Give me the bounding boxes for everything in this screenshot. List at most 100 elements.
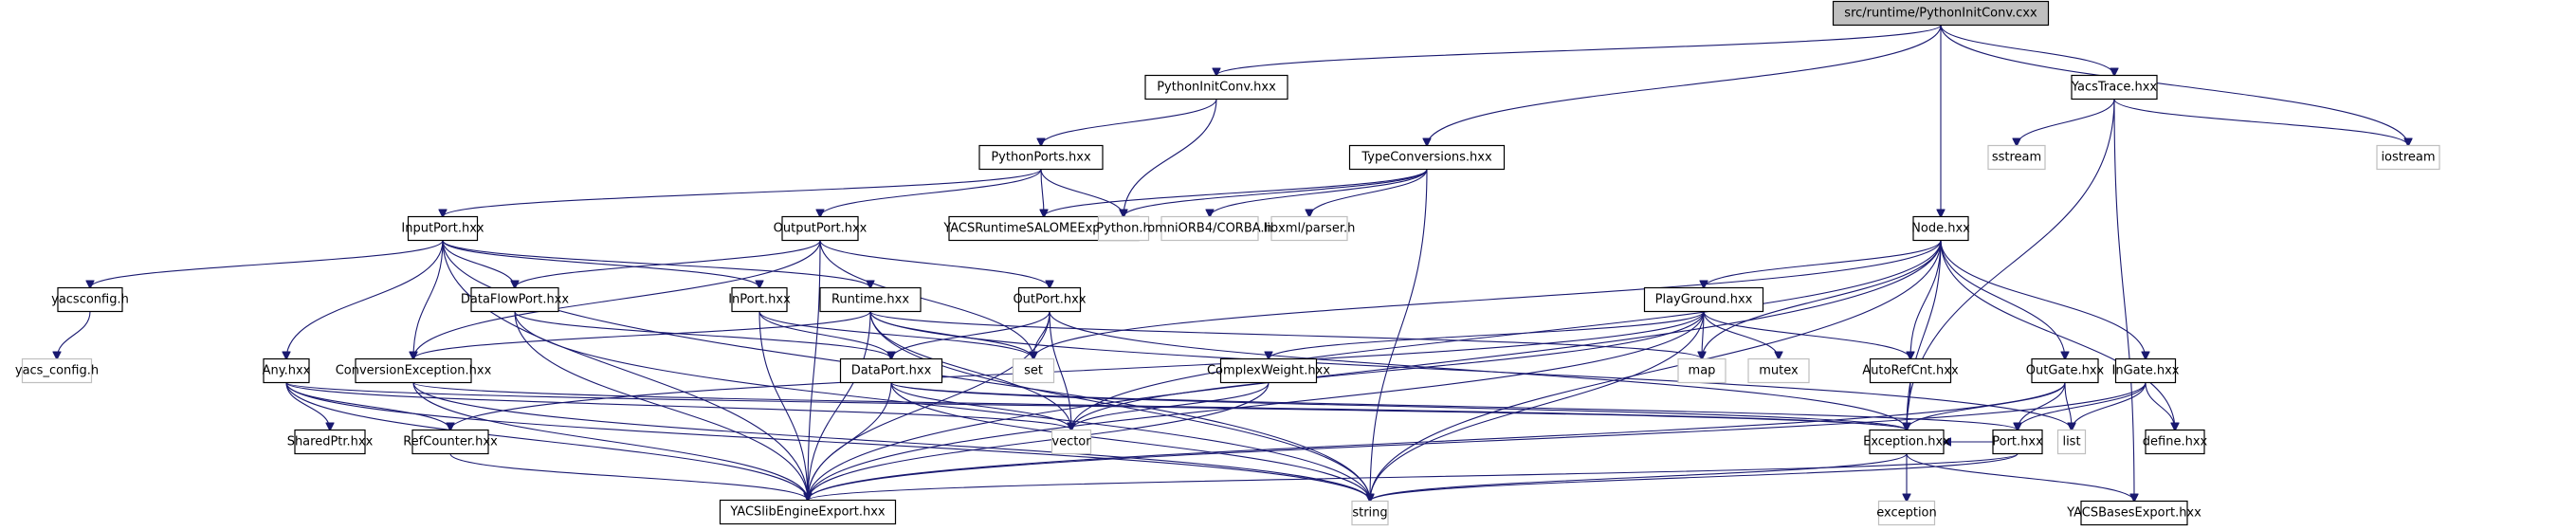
node-box bbox=[1643, 286, 1764, 313]
edge-runtime-to-map bbox=[869, 311, 1702, 359]
edge-playground-to-refcounter bbox=[450, 311, 1705, 430]
node-box bbox=[355, 357, 472, 384]
node-outgate[interactable]: OutGate.hxx bbox=[2026, 357, 2105, 384]
node-box bbox=[470, 286, 559, 313]
node-box bbox=[1869, 429, 1945, 455]
node-complexweight[interactable]: ComplexWeight.hxx bbox=[1207, 357, 1330, 384]
node-playground[interactable]: PlayGround.hxx bbox=[1643, 286, 1764, 313]
node-inport[interactable]: InPort.hxx bbox=[728, 286, 791, 313]
edge-root-to-typeconversions bbox=[1427, 25, 1942, 146]
edge-pythoninitconv-to-python bbox=[1124, 99, 1217, 217]
edge-outputport-to-set bbox=[819, 240, 1033, 359]
node-sharedptr[interactable]: SharedPtr.hxx bbox=[287, 429, 374, 455]
node-box bbox=[411, 429, 489, 455]
node-conversionexception[interactable]: ConversionException.hxx bbox=[336, 357, 492, 384]
node-yacslibengineexport[interactable]: YACSlibEngineExport.hxx bbox=[719, 499, 897, 525]
node-autorefcnt[interactable]: AutoRefCnt.hxx bbox=[1862, 357, 1959, 384]
node-box bbox=[1348, 144, 1506, 171]
node-label: ComplexWeight.hxx bbox=[1207, 364, 1330, 378]
node-dataflowport[interactable]: DataFlowPort.hxx bbox=[461, 286, 570, 313]
node-box bbox=[2031, 357, 2099, 384]
node-box bbox=[1017, 286, 1082, 313]
node-box bbox=[21, 357, 93, 384]
edge-outport-to-vector bbox=[1049, 311, 1071, 430]
nodes-layer: src/runtime/PythonInitConv.cxxPythonInit… bbox=[15, 0, 2440, 526]
node-box bbox=[1160, 215, 1259, 242]
node-label: string bbox=[1352, 506, 1387, 521]
node-inputport[interactable]: InputPort.hxx bbox=[401, 215, 484, 242]
node-pythonports[interactable]: PythonPorts.hxx bbox=[978, 144, 1104, 171]
node-box bbox=[294, 429, 366, 455]
node-box bbox=[1832, 0, 2050, 27]
edge-node-to-map bbox=[1702, 240, 1942, 359]
edge-refcounter-to-yacslibengineexport bbox=[449, 453, 808, 501]
node-vector: vector bbox=[1050, 429, 1092, 455]
node-define[interactable]: define.hxx bbox=[2143, 429, 2208, 455]
node-label: InGate.hxx bbox=[2112, 364, 2180, 378]
node-node[interactable]: Node.hxx bbox=[1911, 215, 1970, 242]
edge-inport-to-yacslibengineexport bbox=[758, 311, 808, 501]
edge-inport-to-dataport bbox=[758, 311, 891, 359]
node-label: define.hxx bbox=[2143, 435, 2208, 449]
node-label: Any.hxx bbox=[263, 364, 311, 378]
edge-typeconversions-to-python bbox=[1124, 169, 1428, 217]
node-label: YACSlibEngineExport.hxx bbox=[729, 505, 886, 520]
node-box bbox=[407, 215, 479, 242]
node-label: sstream bbox=[1992, 151, 2041, 165]
node-label: src/runtime/PythonInitConv.cxx bbox=[1844, 7, 2037, 21]
edge-outport-to-dataport bbox=[891, 311, 1050, 359]
edge-complexweight-to-vector bbox=[1071, 382, 1270, 430]
node-label: OutGate.hxx bbox=[2026, 364, 2105, 378]
edge-inputport-to-any bbox=[286, 240, 444, 359]
edge-playground-to-vector bbox=[1071, 311, 1705, 430]
edge-node-to-ingate bbox=[1940, 240, 2146, 359]
node-yacsbasesexport[interactable]: YACSBasesExport.hxx bbox=[2066, 500, 2201, 526]
node-box bbox=[2145, 429, 2205, 455]
edge-yacstrace-to-yacsbasesexport bbox=[2113, 99, 2134, 502]
node-typeconversions[interactable]: TypeConversions.hxx bbox=[1348, 144, 1506, 171]
node-sstream: sstream bbox=[1987, 144, 2046, 171]
node-label: vector bbox=[1051, 435, 1091, 449]
node-label: Port.hxx bbox=[1992, 435, 2043, 449]
node-yacsconfig[interactable]: yacsconfig.h bbox=[51, 286, 129, 313]
node-box bbox=[1012, 357, 1055, 384]
node-box bbox=[1050, 429, 1092, 455]
node-outputport[interactable]: OutputPort.hxx bbox=[774, 215, 868, 242]
node-box bbox=[2376, 144, 2440, 171]
node-label: TypeConversions.hxx bbox=[1361, 151, 1492, 165]
node-port[interactable]: Port.hxx bbox=[1992, 429, 2043, 455]
node-any[interactable]: Any.hxx bbox=[263, 357, 311, 384]
edge-pythonports-to-inputport bbox=[443, 169, 1042, 217]
node-box bbox=[1912, 215, 1969, 242]
edge-pythoninitconv-to-pythonports bbox=[1041, 99, 1217, 146]
edge-dataflowport-to-dataport bbox=[514, 311, 891, 359]
node-root[interactable]: src/runtime/PythonInitConv.cxx bbox=[1832, 0, 2050, 27]
edge-dataport-to-vector bbox=[890, 382, 1071, 430]
node-label: ConversionException.hxx bbox=[336, 364, 492, 378]
edge-runtime-to-yacslibengineexport bbox=[808, 311, 871, 501]
node-exception[interactable]: Exception.hxx bbox=[1863, 429, 1950, 455]
edge-node-to-string bbox=[1370, 240, 1942, 502]
node-box bbox=[1747, 357, 1810, 384]
edge-yacstrace-to-iostream bbox=[2113, 99, 2408, 146]
edge-root-to-yacstrace bbox=[1940, 25, 2114, 76]
node-yacstrace[interactable]: YacsTrace.hxx bbox=[2071, 74, 2158, 101]
node-runtime[interactable]: Runtime.hxx bbox=[819, 286, 922, 313]
node-label: map bbox=[1689, 364, 1716, 378]
node-list: list bbox=[2056, 429, 2087, 455]
node-label: SharedPtr.hxx bbox=[287, 435, 374, 449]
node-python: Python.h bbox=[1096, 215, 1151, 242]
edge-typeconversions-to-libxml bbox=[1309, 169, 1428, 217]
node-box bbox=[1869, 357, 1952, 384]
node-libxml: libxml/parser.h bbox=[1264, 215, 1355, 242]
node-label: OutPort.hxx bbox=[1013, 293, 1086, 307]
node-dataport[interactable]: DataPort.hxx bbox=[839, 357, 943, 384]
node-pythoninitconv[interactable]: PythonInitConv.hxx bbox=[1144, 74, 1288, 101]
node-outport[interactable]: OutPort.hxx bbox=[1013, 286, 1087, 313]
edges-layer bbox=[57, 25, 2408, 502]
node-ingate[interactable]: InGate.hxx bbox=[2112, 357, 2180, 384]
node-refcounter[interactable]: RefCounter.hxx bbox=[403, 429, 498, 455]
edge-outputport-to-conversionexception bbox=[413, 240, 821, 359]
edge-ingate-to-define bbox=[2145, 382, 2175, 430]
edge-root-to-iostream bbox=[1940, 25, 2408, 146]
